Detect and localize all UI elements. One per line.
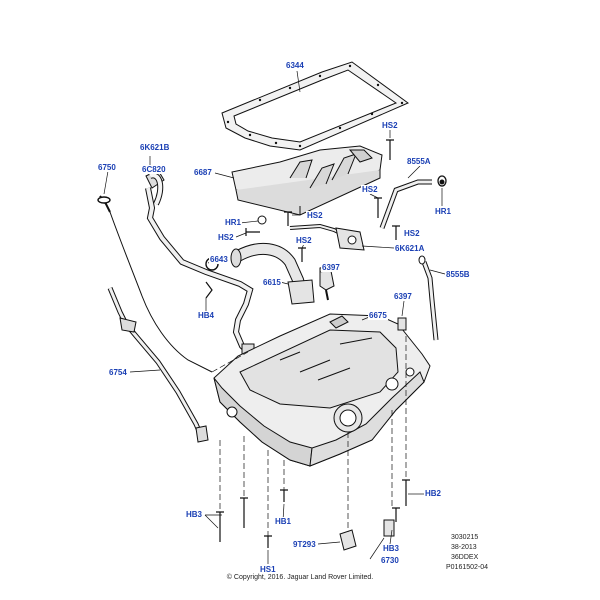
callout-6675: 6675 — [368, 311, 388, 320]
callout-6397-right: 6397 — [393, 292, 413, 301]
callout-hr1-right: HR1 — [434, 207, 453, 216]
hr1-clip-left — [257, 215, 267, 225]
drain-plug-6730 — [383, 519, 395, 537]
callout-6730: 6730 — [380, 556, 400, 565]
breather-hose-6k621b — [145, 169, 255, 355]
callout-6750: 6750 — [97, 163, 117, 172]
callout-hs2-center-low: HS2 — [295, 236, 313, 245]
dipstick-6750 — [97, 195, 213, 373]
seal-9t293 — [339, 529, 357, 551]
oil-pickup-6615 — [230, 242, 315, 305]
hr1-clip-right — [439, 179, 445, 185]
callout-hs2-left: HS2 — [217, 233, 235, 242]
ref-number-4: P0161502-04 — [446, 564, 489, 571]
leader-lines — [103, 70, 446, 564]
callout-6k621b: 6K621B — [139, 143, 171, 152]
oil-pan-6675 — [213, 313, 431, 467]
callout-hb4: HB4 — [197, 311, 216, 320]
callout-6397-top: 6397 — [321, 263, 341, 272]
callout-6k621a: 6K621A — [394, 244, 426, 253]
callout-hs1: HS1 — [259, 565, 277, 574]
dashed-alignment-lines — [211, 336, 407, 536]
callout-6687: 6687 — [193, 168, 213, 177]
pipe-6k621a — [289, 223, 365, 251]
ref-number-1: 3030215 — [451, 534, 479, 541]
bolts — [205, 139, 410, 548]
copyright-notice: © Copyright, 2016. Jaguar Land Rover Lim… — [226, 574, 374, 581]
callout-hb1: HB1 — [274, 517, 293, 526]
pipe-8555b — [418, 255, 439, 341]
callout-hs2-center: HS2 — [306, 211, 324, 220]
callout-6754: 6754 — [108, 368, 128, 377]
ref-number-3: 36DDEX — [451, 554, 479, 561]
pipe-8555a — [379, 175, 447, 229]
callout-9t293: 9T293 — [292, 540, 317, 549]
callout-hb3-right: HB3 — [382, 544, 401, 553]
callout-8555a: 8555A — [406, 157, 432, 166]
callout-hs2-mid-right: HS2 — [361, 185, 379, 194]
callout-hr1-left: HR1 — [224, 218, 243, 227]
callout-hs2-right2: HS2 — [403, 229, 421, 238]
callout-6344: 6344 — [285, 61, 305, 70]
baffle-6687 — [231, 145, 383, 216]
callout-6643: 6643 — [209, 255, 229, 264]
callout-hb3-left: HB3 — [185, 510, 204, 519]
dipstick-tube-6754 — [107, 287, 209, 443]
callout-8555b: 8555B — [445, 270, 471, 279]
callout-6c820: 6C820 — [141, 165, 167, 174]
ref-number-2: 38-2013 — [451, 544, 477, 551]
callout-hs2-top: HS2 — [381, 121, 399, 130]
gasket-6344 — [221, 61, 409, 151]
callout-6615: 6615 — [262, 278, 282, 287]
callout-hb2: HB2 — [424, 489, 443, 498]
plug-6397 — [397, 317, 407, 331]
